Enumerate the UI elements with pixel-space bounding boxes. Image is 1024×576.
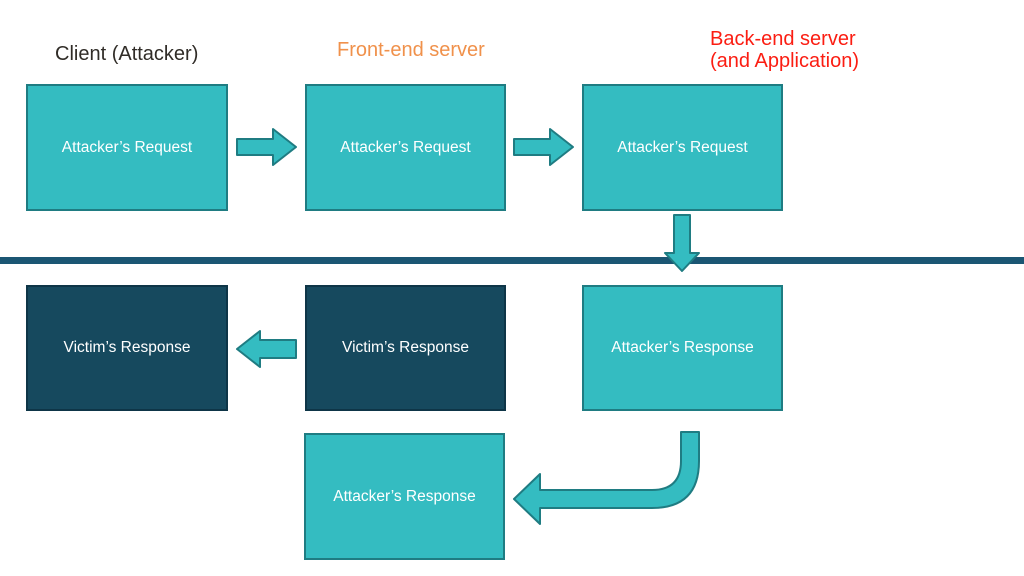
arrow-right-icon (513, 128, 574, 166)
box-attackers-request-client: Attacker’s Request (26, 84, 228, 211)
column-header-frontend-server: Front-end server (337, 39, 485, 61)
column-header-backend-server: Back-end server (and Application) (710, 28, 859, 72)
box-attackers-response-backend: Attacker’s Response (582, 285, 783, 411)
box-attackers-request-frontend: Attacker’s Request (305, 84, 506, 211)
box-victims-response-client: Victim’s Response (26, 285, 228, 411)
arrow-right-icon (236, 128, 297, 166)
divider-line (0, 257, 1024, 264)
arrow-left-icon (236, 330, 297, 368)
box-attackers-response-frontend: Attacker’s Response (304, 433, 505, 560)
column-header-client: Client (Attacker) (55, 43, 199, 65)
box-attackers-request-backend: Attacker’s Request (582, 84, 783, 211)
elbow-arrow-down-left-icon (513, 431, 700, 525)
box-victims-response-frontend: Victim’s Response (305, 285, 506, 411)
